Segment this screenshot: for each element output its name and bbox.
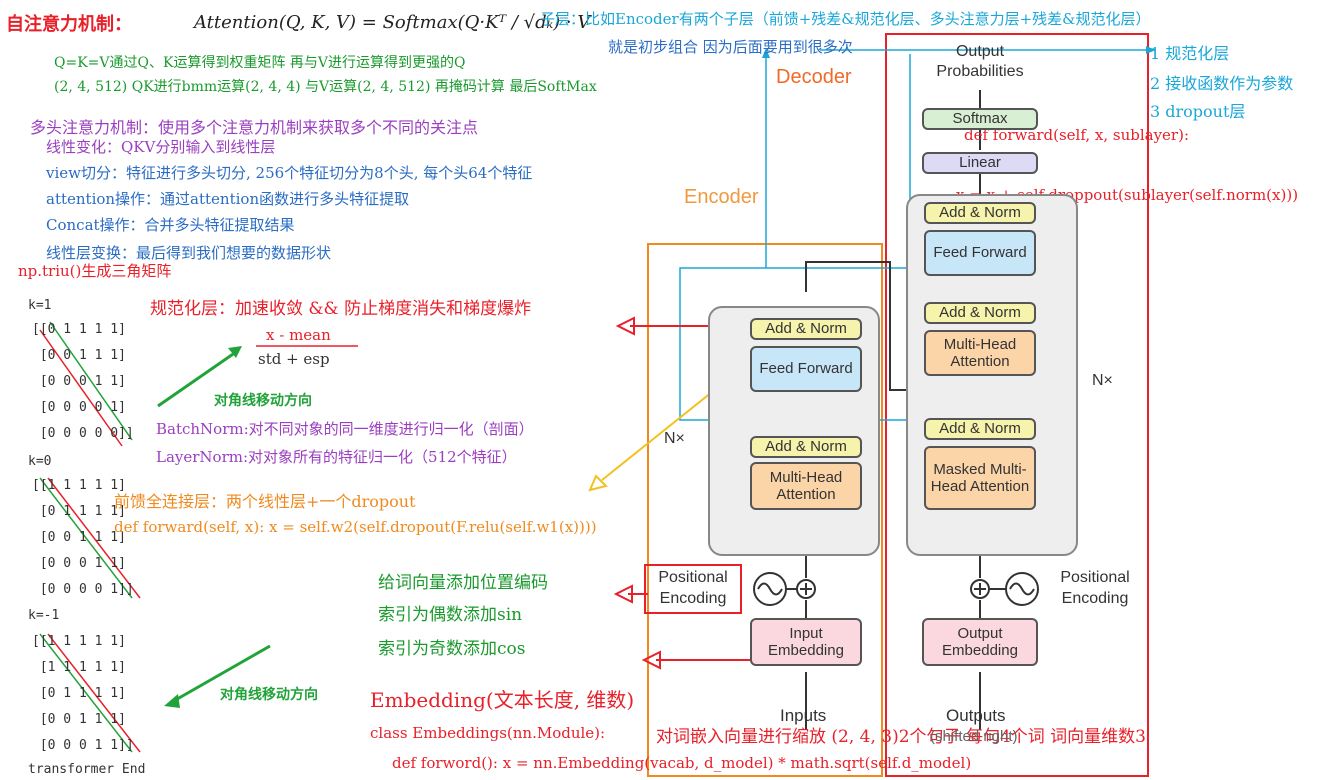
embedding-code2: def forword(): x = nn.Embedding(vacab, d… [392, 754, 972, 772]
decoder-multi-head-attention: Multi-Head Attention [924, 330, 1036, 376]
triu-km1-row: [0 1 1 1 1] [32, 686, 126, 701]
norm-title: 规范化层：加速收敛 && 防止梯度消失和梯度爆炸 [150, 299, 532, 319]
multihead-title: 多头注意力机制：使用多个注意力机制来获取多个不同的关注点 [30, 118, 479, 137]
decoder-add-norm-bottom: Add & Norm [924, 418, 1036, 440]
norm-numerator: x - mean [266, 326, 331, 344]
transformer-end-label: transformer End [28, 762, 146, 777]
triu-km1-label: k=-1 [28, 608, 60, 623]
encoder-add-norm-bottom: Add & Norm [750, 436, 862, 458]
triu-km1-row: [[1 1 1 1 1] [32, 634, 126, 649]
decoder-outline [885, 33, 1149, 777]
decoder-add-norm-top: Add & Norm [924, 202, 1036, 224]
posenc-line2: 索引为偶数添加sin [378, 605, 523, 625]
embedding-code1: class Embeddings(nn.Module): [370, 724, 606, 742]
encoder-add-norm-top: Add & Norm [750, 318, 862, 340]
multihead-step-1: 线性变化：QKV分别输入到线性层 [46, 138, 276, 156]
sublayer-item-3: 3 dropout层 [1150, 102, 1246, 121]
triu-k1-row: [0 0 0 0 0]] [32, 426, 134, 441]
inputs-label: Inputs [780, 706, 827, 725]
posenc-line3: 索引为奇数添加cos [378, 639, 526, 659]
layernorm-text: LayerNorm:对对象所有的特征归一化（512个特征） [156, 448, 517, 466]
decoder-nx: N× [1092, 372, 1113, 389]
diag-direction-label-1: 对角线移动方向 [214, 393, 312, 409]
posenc-line1: 给词向量添加位置编码 [378, 573, 548, 593]
multihead-step-5: 线性层变换：最后得到我们想要的数据形状 [46, 244, 332, 262]
diag-direction-label-2: 对角线移动方向 [220, 687, 318, 703]
sublayer-line1: 子层：比如Encoder有两个子层（前馈+残差&规范化层、多头注意力层+残差&规… [540, 10, 1151, 28]
encoder-positional-encoding: Positional Encoding [644, 564, 742, 614]
decoder-feed-forward: Feed Forward [924, 230, 1036, 276]
triu-k1-row: [0 0 0 1 1] [32, 374, 126, 389]
triu-k1-row: [[0 1 1 1 1] [32, 322, 126, 337]
triu-title: np.triu()生成三角矩阵 [18, 262, 172, 280]
triu-k0-row: [0 1 1 1 1] [32, 504, 126, 519]
sublayer-item-1: 1 规范化层 [1150, 44, 1230, 63]
batchnorm-text: BatchNorm:对不同对象的同一维度进行归一化（剖面） [156, 420, 534, 438]
output-probabilities: Output Probabilities [936, 43, 1024, 80]
sublayer-item-2: 2 接收函数作为参数 [1150, 74, 1294, 93]
sublayer-code1: def forward(self, x, sublayer): [964, 126, 1190, 144]
outputs-label: Outputs [946, 706, 1006, 725]
multihead-step-3: attention操作：通过attention函数进行多头特征提取 [46, 190, 410, 208]
triu-km1-row: [0 0 1 1 1] [32, 712, 126, 727]
ffn-code: def forward(self, x): x = self.w2(self.d… [114, 518, 597, 536]
triu-k1-row: [0 0 0 0 1] [32, 400, 126, 415]
multihead-step-4: Concat操作：合并多头特征提取结果 [46, 216, 295, 234]
attention-label: 自注意力机制： [6, 14, 132, 35]
embedding-note: 对词嵌入向量进行缩放 (2, 4, 3)2个句子 每句4个词 词向量维数3 [656, 727, 1146, 747]
encoder-outline [647, 243, 883, 777]
triu-k0-label: k=0 [28, 454, 52, 469]
decoder-title: Decoder [776, 66, 852, 88]
ffn-title: 前馈全连接层：两个线性层+一个dropout [114, 492, 416, 511]
softmax-block: Softmax [922, 108, 1038, 130]
triu-k0-row: [0 0 0 0 1]] [32, 582, 134, 597]
shifted-right-label: (shifted right) [930, 728, 1018, 745]
attention-line2: (2, 4, 512) QK进行bmm运算(2, 4, 4) 与V运算(2, 4… [54, 79, 597, 95]
embedding-title: Embedding(文本长度, 维数) [370, 688, 635, 712]
encoder-title: Encoder [684, 186, 759, 208]
encoder-multi-head-attention: Multi-Head Attention [750, 462, 862, 510]
encoder-feed-forward: Feed Forward [750, 346, 862, 392]
triu-km1-row: [0 0 0 1 1]] [32, 738, 134, 753]
decoder-add-norm-middle: Add & Norm [924, 302, 1036, 324]
triu-km1-row: [1 1 1 1 1] [32, 660, 126, 675]
encoder-nx: N× [664, 430, 685, 447]
decoder-positional-encoding: Positional Encoding [1060, 569, 1130, 607]
triu-k0-row: [0 0 0 1 1] [32, 556, 126, 571]
decoder-masked-multi-head-attention: Masked Multi-Head Attention [924, 446, 1036, 510]
triu-k1-row: [0 0 1 1 1] [32, 348, 126, 363]
triu-k0-row: [0 0 1 1 1] [32, 530, 126, 545]
triu-k1-label: k=1 [28, 298, 52, 313]
attention-formula: Attention(Q, K, V) = Softmax(Q·Kᵀ / √dₖ)… [194, 12, 591, 33]
multihead-step-2: view切分：特征进行多头切分, 256个特征切分为8个头, 每个头64个特征 [46, 164, 533, 182]
linear-block: Linear [922, 152, 1038, 174]
input-embedding-block: Input Embedding [750, 618, 862, 666]
encoder-stack [708, 306, 880, 556]
triu-k0-row: [[1 1 1 1 1] [32, 478, 126, 493]
sublayer-line2: 就是初步组合 因为后面要用到很多次 [608, 38, 853, 56]
norm-denominator: std + esp [258, 350, 330, 368]
output-embedding-block: Output Embedding [922, 618, 1038, 666]
attention-line1: Q=K=V通过Q、K运算得到权重矩阵 再与V进行运算得到更强的Q [54, 55, 466, 71]
